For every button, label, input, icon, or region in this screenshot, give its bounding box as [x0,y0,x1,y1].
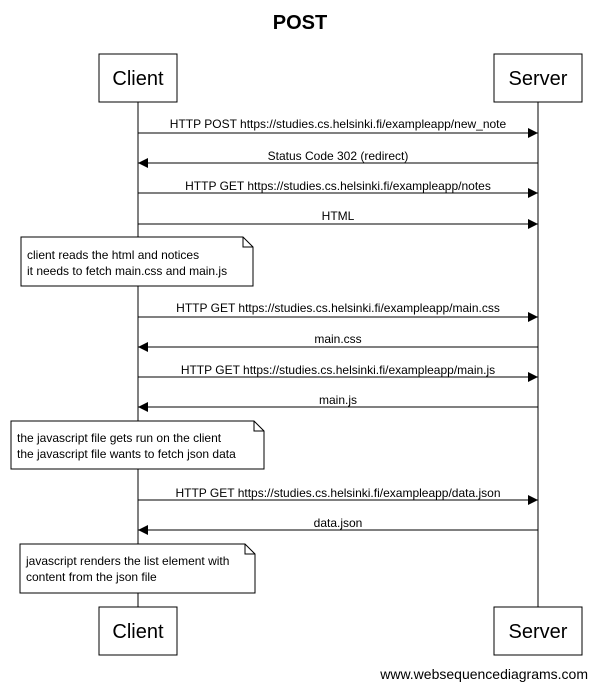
message-6: main.css [138,332,538,352]
message-2: Status Code 302 (redirect) [138,149,538,168]
message-3: HTTP GET https://studies.cs.helsinki.fi/… [138,179,538,198]
message-5: HTTP GET https://studies.cs.helsinki.fi/… [138,301,538,322]
note-1-line-2: it needs to fetch main.css and main.js [27,264,227,278]
message-1: HTTP POST https://studies.cs.helsinki.fi… [138,117,538,138]
client-actor-bottom: Client [98,606,178,656]
note-1-line-1: client reads the html and notices [27,248,199,262]
message-10: data.json [138,516,538,535]
message-6-label: main.css [314,332,361,346]
message-10-label: data.json [314,516,363,530]
message-8: main.js [138,393,538,412]
message-1-label: HTTP POST https://studies.cs.helsinki.fi… [170,117,507,131]
message-5-label: HTTP GET https://studies.cs.helsinki.fi/… [176,301,500,315]
message-3-label: HTTP GET https://studies.cs.helsinki.fi/… [185,179,491,193]
client-actor-bottom-label: Client [112,621,164,643]
server-actor-top: Server [493,53,583,103]
message-4: HTML [138,209,538,229]
note-1: client reads the html and notices it nee… [20,236,254,287]
note-2-line-2: the javascript file wants to fetch json … [17,447,236,461]
note-3-line-2: content from the json file [26,570,157,584]
server-actor-bottom-label: Server [509,621,568,643]
message-9: HTTP GET https://studies.cs.helsinki.fi/… [138,486,538,505]
note-3: javascript renders the list element with… [19,543,256,594]
note-3-line-1: javascript renders the list element with [25,554,229,568]
footer-link[interactable]: www.websequencediagrams.com [379,666,588,682]
client-actor-top: Client [98,53,178,103]
server-actor-bottom: Server [493,606,583,656]
note-2-line-1: the javascript file gets run on the clie… [17,431,222,445]
message-4-label: HTML [322,209,355,223]
message-9-label: HTTP GET https://studies.cs.helsinki.fi/… [175,486,500,500]
server-actor-top-label: Server [509,68,568,90]
note-2: the javascript file gets run on the clie… [10,420,265,470]
message-7-label: HTTP GET https://studies.cs.helsinki.fi/… [181,363,495,377]
message-7: HTTP GET https://studies.cs.helsinki.fi/… [138,363,538,382]
message-8-label: main.js [319,393,357,407]
client-actor-top-label: Client [112,68,164,90]
diagram-title: POST [273,12,327,34]
message-2-label: Status Code 302 (redirect) [268,149,409,163]
